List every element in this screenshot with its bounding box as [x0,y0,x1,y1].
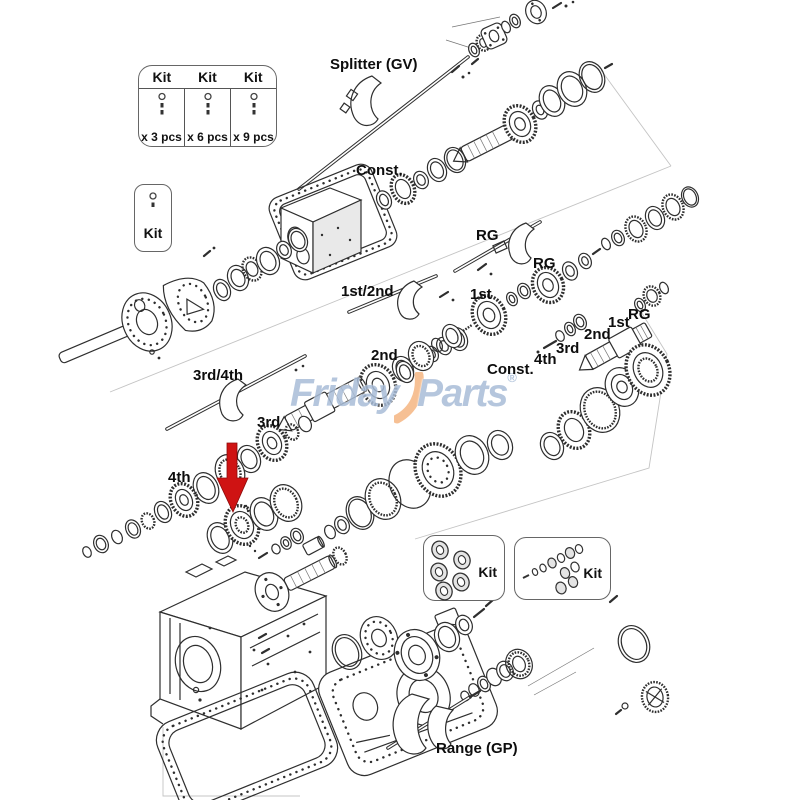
bolt-icon [249,92,258,115]
synchro-hub-target [206,484,303,554]
main-shaft [276,360,415,433]
label-splitter-gv: Splitter (GV) [330,56,418,73]
label-cs-3rd: 3rd [556,340,580,357]
kit-box-hardware: Kit [514,537,611,600]
rg-fork [453,220,542,276]
bottom-right-parts [598,586,670,716]
label-range-gp: Range (GP) [436,740,518,757]
kit-rollers-label: Kit [478,564,497,580]
kit-single-label: Kit [143,225,163,241]
watermark-logo: Friday Parts ® [290,370,517,424]
label-1st-main: 1st [470,286,492,303]
kit-col-1-qty: x 3 pcs [141,130,182,144]
bolt-icon [157,92,166,115]
pointer-arrow [216,442,249,513]
gear-3rd-set [165,354,307,504]
top-flange-chain [445,0,575,58]
main-housing [150,555,328,730]
splitter-fork [339,75,383,127]
panel-lines [109,69,672,797]
const-gear-set [375,146,467,210]
registered-mark: ® [507,370,517,385]
label-rg-hub: RG [533,255,556,272]
kit-col-3-header: Kit [243,69,263,85]
kit-col-3-qty: x 9 pcs [233,130,274,144]
label-const-mid: Const. [487,361,534,378]
range-fork [386,689,482,755]
housing-gasket [155,671,339,800]
fork-1st-2nd [347,274,455,320]
label-cs-1st: 1st [608,314,630,331]
label-cs-4th: 4th [534,351,557,368]
label-2nd-main: 2nd [371,347,398,364]
label-1st-2nd: 1st/2nd [341,283,394,300]
rg-gear-set [530,186,700,305]
kit-hardware-label: Kit [583,565,602,581]
kit-col-2: x 6 pcs [184,89,230,146]
kit-col-1-header: Kit [152,69,172,85]
gear-2nd-set [358,323,473,408]
input-shaft [452,61,614,163]
splitter-rail [297,55,480,191]
label-4th-main: 4th [168,469,191,486]
label-const-top: Const. [356,162,403,179]
kit-box-top: Kit Kit Kit x 3 pcs x 6 pcs x 9 pcs [138,65,277,147]
watermark-word1: Friday [290,372,400,415]
kit-col-2-header: Kit [198,69,217,85]
kit-col-3: x 9 pcs [230,89,276,146]
label-3rd-4th: 3rd/4th [193,367,244,384]
kit-col-1: x 3 pcs [139,89,184,146]
label-3rd-main: 3rd [257,414,281,431]
kit-box-headers: Kit Kit Kit [139,66,276,89]
label-cs-2nd: 2nd [584,326,611,343]
lower-gear-train [248,429,514,560]
bolt-icon [203,92,212,115]
countershaft-gears [539,343,672,461]
output-flange [254,546,348,612]
label-cs-rg: RG [628,306,651,323]
kit-col-2-qty: x 6 pcs [187,130,228,144]
planet-carrier-set [331,614,595,702]
watermark-word2: Parts [417,372,509,415]
kit-box-rollers: Kit [423,535,505,601]
roller-parts-icon [430,540,471,601]
gear-4th-set [82,481,200,558]
label-rg-fork: RG [476,227,499,244]
kit-box-single: Kit [134,184,172,252]
side-cover-plates [58,227,309,364]
hardware-parts-icon [522,544,584,595]
bolt-icon [149,192,157,207]
countershaft [536,281,670,371]
watermark-swoosh-icon [394,372,424,424]
